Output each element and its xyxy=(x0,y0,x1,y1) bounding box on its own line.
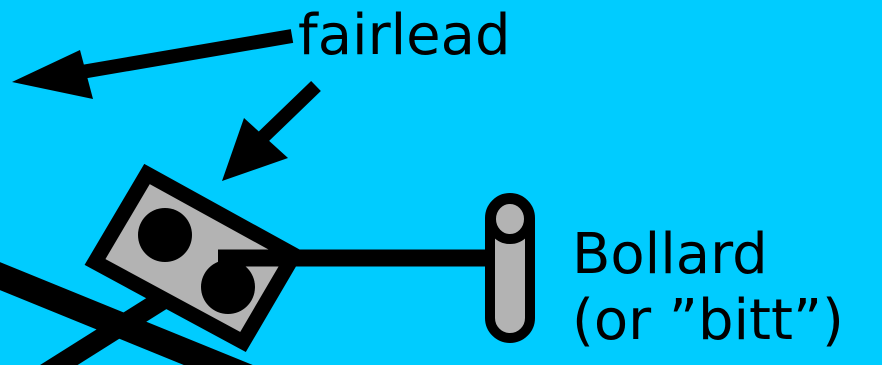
fairlead-hole-upper xyxy=(138,208,192,262)
fairlead-label: fairlead xyxy=(298,3,511,68)
bollard-top xyxy=(486,194,534,244)
arrow-down-head xyxy=(222,118,288,181)
fairlead-hole-lower xyxy=(201,260,255,314)
bollard-label: Bollard (or ”bitt”) xyxy=(572,222,844,354)
arrow-left-shaft xyxy=(68,29,294,81)
bollard-label-line2: (or ”bitt”) xyxy=(572,288,844,353)
arrow-left-head xyxy=(12,50,93,99)
arrow-down-shaft xyxy=(255,80,321,146)
bollard-label-line1: Bollard xyxy=(572,222,768,287)
